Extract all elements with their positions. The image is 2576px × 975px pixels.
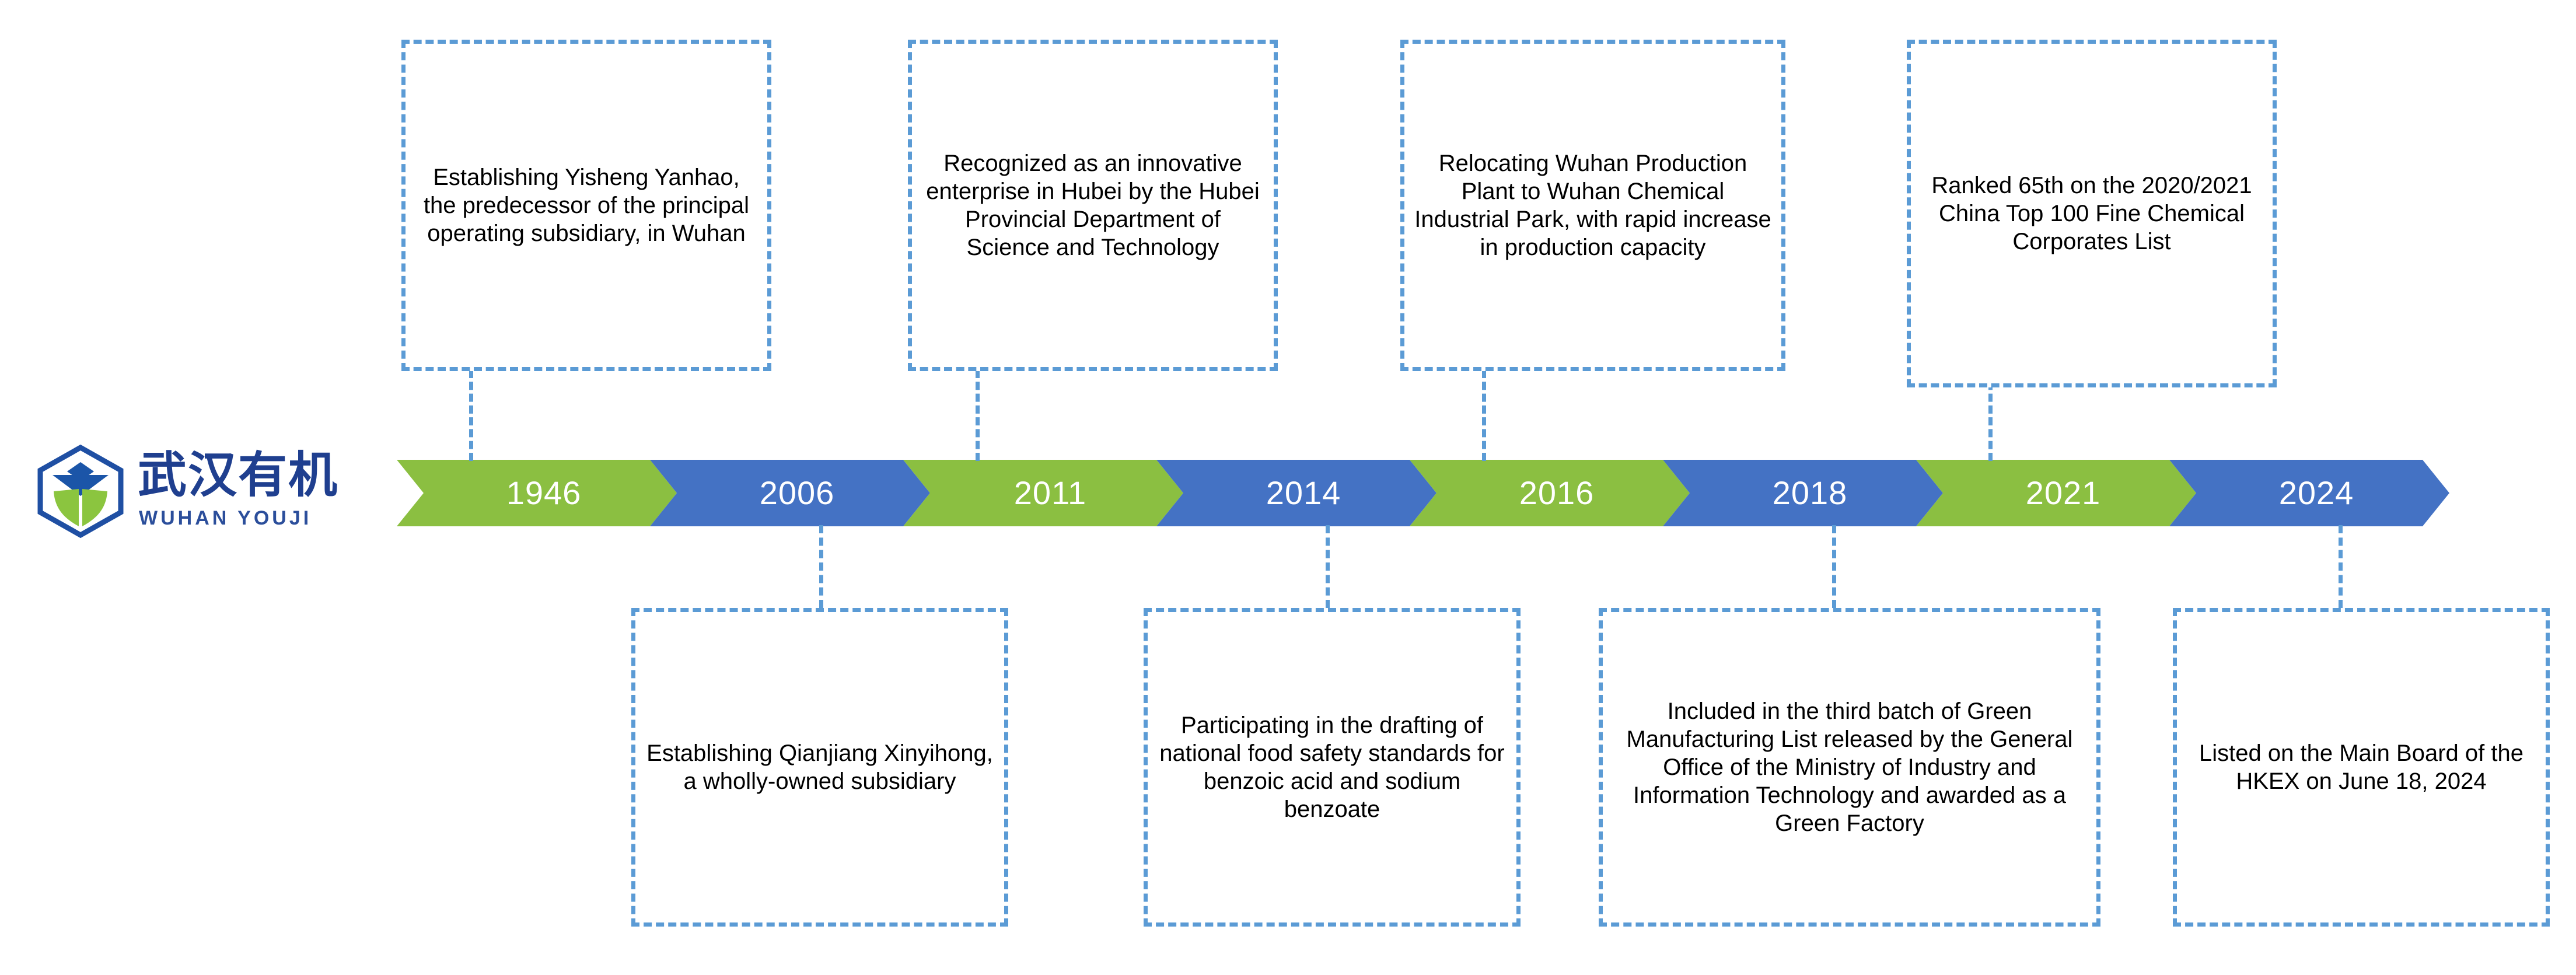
connector-line-2006 — [819, 525, 823, 608]
milestone-note-text: Relocating Wuhan Production Plant to Wuh… — [1414, 151, 1771, 260]
milestone-note-text: Ranked 65th on the 2020/2021 China Top 1… — [1931, 173, 2252, 254]
connector-line-2024 — [2339, 525, 2343, 608]
milestone-note-text: Establishing Qianjiang Xinyihong, a whol… — [646, 740, 993, 794]
timeline-chevron-2018[interactable]: 2018 — [1663, 460, 1943, 526]
timeline-bar: 1946 2006 2011 2014 2016 2018 2021 2024 — [397, 460, 2491, 526]
company-logo: 武汉有机 WUHAN YOUJI — [29, 441, 379, 540]
year-label-2006: 2006 — [759, 474, 835, 511]
year-label-2021: 2021 — [2025, 474, 2101, 511]
milestone-note-2014[interactable]: Participating in the drafting of nationa… — [1144, 608, 1521, 927]
milestone-note-text: Establishing Yisheng Yanhao, the predece… — [423, 165, 750, 246]
milestone-note-2024[interactable]: Listed on the Main Board of the HKEX on … — [2173, 608, 2550, 927]
connector-line-2011 — [976, 370, 980, 461]
timeline-chevron-2011[interactable]: 2011 — [903, 460, 1183, 526]
milestone-note-2016[interactable]: Relocating Wuhan Production Plant to Wuh… — [1400, 40, 1785, 371]
timeline-chevron-2006[interactable]: 2006 — [650, 460, 930, 526]
logo-wordmark: 武汉有机 WUHAN YOUJI — [138, 445, 371, 538]
hexagon-leaf-logo-icon — [34, 444, 127, 539]
connector-line-2014 — [1326, 525, 1330, 608]
connector-line-2018 — [1832, 525, 1836, 608]
milestone-note-2018[interactable]: Included in the third batch of Green Man… — [1599, 608, 2100, 927]
milestone-note-text: Included in the third batch of Green Man… — [1626, 698, 2073, 836]
year-label-2018: 2018 — [1772, 474, 1848, 511]
milestone-note-2006[interactable]: Establishing Qianjiang Xinyihong, a whol… — [631, 608, 1008, 927]
connector-line-2021 — [1988, 370, 1993, 461]
milestone-note-text: Participating in the drafting of nationa… — [1159, 712, 1505, 822]
connector-line-1946 — [469, 370, 473, 461]
connector-line-2016 — [1482, 370, 1486, 461]
year-label-2014: 2014 — [1266, 474, 1341, 511]
timeline-chevron-1946[interactable]: 1946 — [397, 460, 677, 526]
timeline-chevron-2014[interactable]: 2014 — [1156, 460, 1436, 526]
milestone-note-1946[interactable]: Establishing Yisheng Yanhao, the predece… — [401, 40, 771, 371]
year-label-2016: 2016 — [1519, 474, 1595, 511]
year-label-2024: 2024 — [2278, 474, 2354, 511]
timeline-chevron-2021[interactable]: 2021 — [1916, 460, 2196, 526]
logo-chinese-name: 武汉有机 — [138, 446, 339, 504]
year-label-1946: 1946 — [506, 474, 582, 511]
logo-english-name: WUHAN YOUJI — [139, 507, 312, 529]
year-label-2011: 2011 — [1013, 474, 1087, 511]
timeline-chevron-2016[interactable]: 2016 — [1410, 460, 1690, 526]
milestone-note-text: Recognized as an innovative enterprise i… — [926, 151, 1260, 260]
milestone-note-2011[interactable]: Recognized as an innovative enterprise i… — [908, 40, 1278, 371]
timeline-chevron-2024[interactable]: 2024 — [2169, 460, 2449, 526]
milestone-note-text: Listed on the Main Board of the HKEX on … — [2199, 740, 2523, 794]
milestone-note-2021[interactable]: Ranked 65th on the 2020/2021 China Top 1… — [1907, 40, 2277, 387]
